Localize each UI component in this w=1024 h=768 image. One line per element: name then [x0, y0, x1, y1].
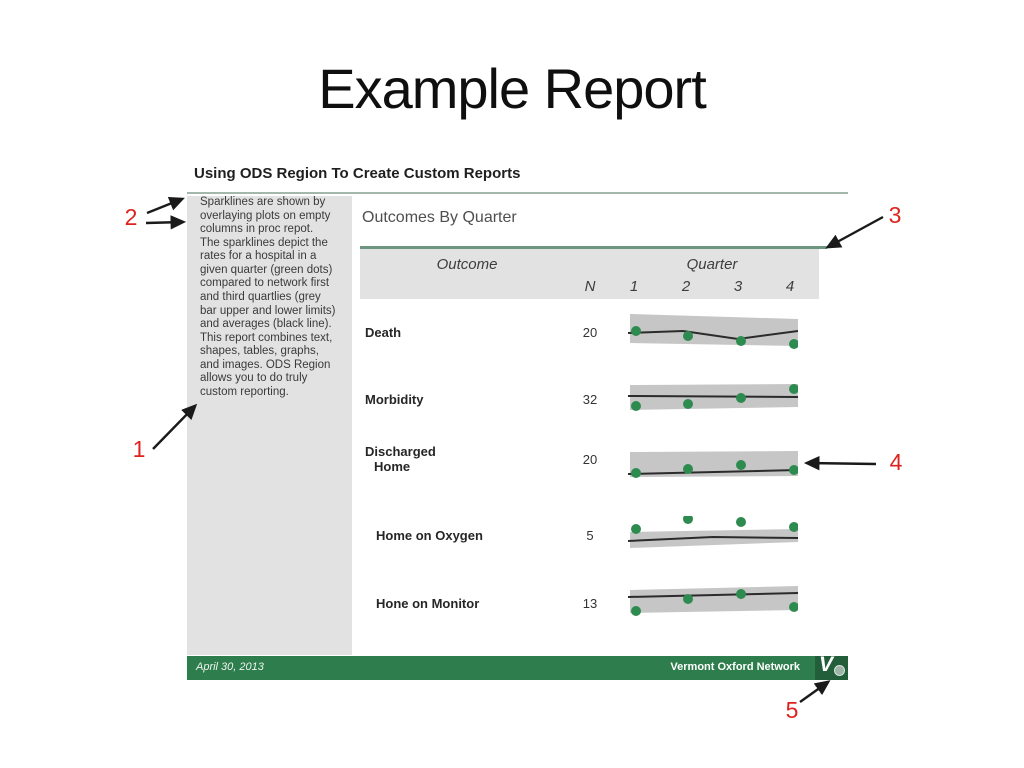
logo-letter: V — [819, 653, 834, 676]
footer-org-name: Vermont Oxford Network — [670, 661, 800, 673]
n-value: 20 — [582, 325, 598, 340]
outcome-label-line1: Hone on Monitor — [376, 595, 480, 611]
sidebar-paragraph-1: Sparklines are shown by overlaying plots… — [200, 196, 331, 236]
outcome-label-line1: Home on Oxygen — [376, 527, 483, 543]
sidebar-paragraph-2: The sparklines depict the rates for a ho… — [200, 236, 336, 331]
sparkline-chart — [628, 516, 798, 548]
table-row-hone-on-monitor: Hone on Monitor 13 — [360, 584, 826, 624]
slide-title: Example Report — [318, 57, 707, 120]
n-value: 13 — [582, 596, 598, 611]
table-header: Outcome Quarter N 1 2 3 4 — [360, 249, 819, 299]
outcome-label: Death — [365, 313, 401, 353]
sidebar-paragraph-3: This report combines text, shapes, table… — [200, 331, 333, 398]
column-header-n: N — [584, 278, 596, 295]
report-sidebar: Sparklines are shown by overlaying plots… — [187, 196, 352, 655]
sparkline-chart — [628, 451, 798, 478]
outcome-label-line1: Death — [365, 324, 402, 340]
annotation-number-4: 4 — [889, 449, 903, 475]
footer-date: April 30, 2013 — [196, 661, 264, 673]
column-header-q2: 2 — [681, 278, 691, 295]
table-row-home-on-oxygen: Home on Oxygen 5 — [360, 516, 826, 556]
report-region: Using ODS Region To Create Custom Report… — [187, 165, 848, 681]
column-group-outcome: Outcome — [436, 256, 498, 273]
outcome-label-line1: Discharged — [365, 444, 436, 460]
vermont-oxford-network-logo-icon: V — [815, 653, 848, 680]
table-top-rule — [360, 246, 827, 249]
column-header-q4: 4 — [785, 278, 795, 295]
n-value: 20 — [582, 452, 598, 467]
table-row-discharged-home: Discharged Home 20 — [360, 440, 826, 480]
report-header-rule — [187, 192, 848, 194]
report-header-title: Using ODS Region To Create Custom Report… — [194, 165, 521, 182]
table-row-morbidity: Morbidity 32 — [360, 380, 826, 420]
outcome-label: Discharged Home — [365, 440, 436, 480]
annotation-number-5: 5 — [785, 697, 799, 723]
report-footer-bar: April 30, 2013 Vermont Oxford Network V — [187, 653, 848, 680]
sparkline-chart — [628, 314, 798, 349]
table-title: Outcomes By Quarter — [362, 209, 517, 226]
sparkline-chart — [628, 384, 798, 411]
outcome-label-line1: Morbidity — [365, 391, 424, 407]
sparkline-chart — [628, 586, 798, 616]
column-header-q3: 3 — [733, 278, 743, 295]
annotation-number-2: 2 — [124, 204, 138, 230]
outcome-label: Hone on Monitor — [376, 584, 479, 624]
globe-icon — [834, 665, 845, 676]
column-header-q1: 1 — [629, 278, 639, 295]
n-value: 32 — [582, 392, 598, 407]
annotation-number-3: 3 — [888, 202, 902, 228]
outcome-label: Morbidity — [365, 380, 424, 420]
table-row-death: Death 20 — [360, 313, 826, 353]
annotation-number-1: 1 — [132, 436, 146, 462]
outcome-label: Home on Oxygen — [376, 516, 483, 556]
n-value: 5 — [586, 528, 594, 543]
outcome-label-line2: Home — [374, 459, 411, 474]
column-group-quarter: Quarter — [686, 256, 738, 273]
